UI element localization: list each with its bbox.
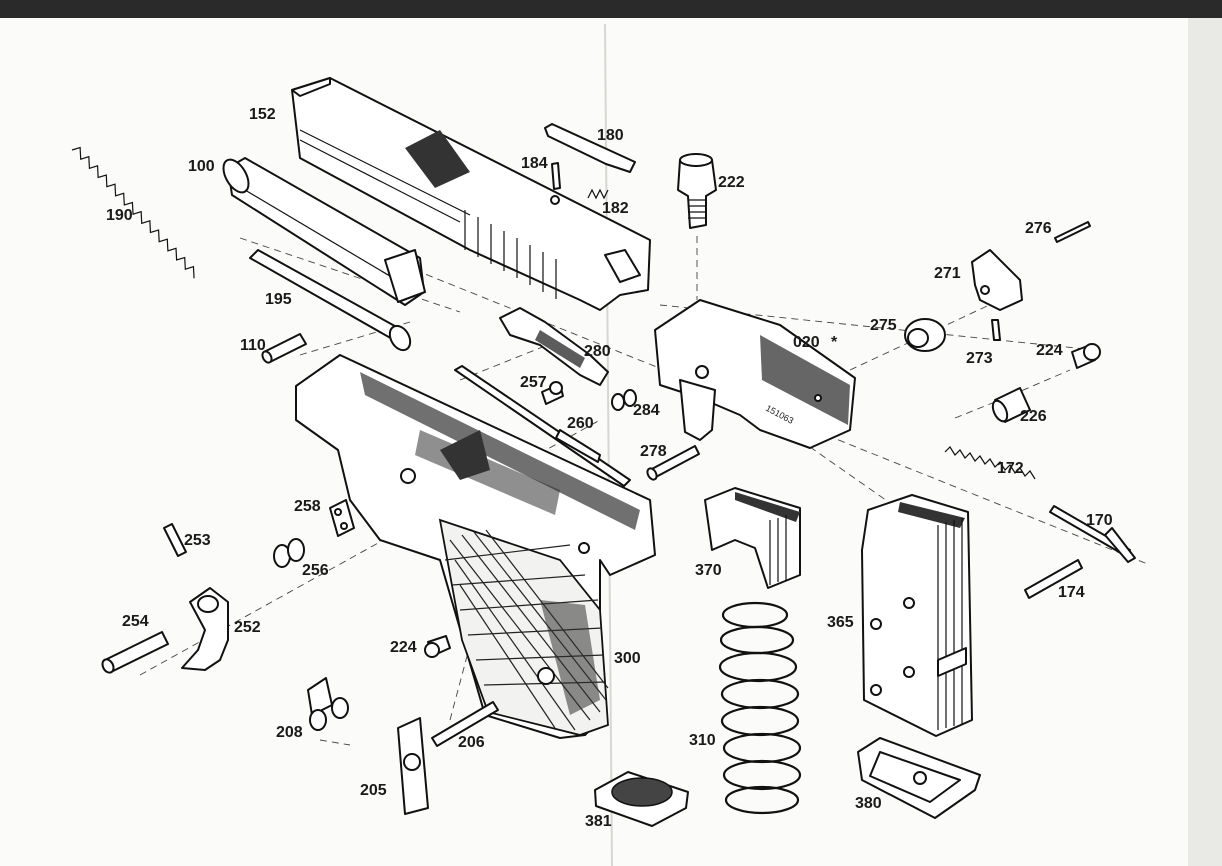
label-224-lower: 224 <box>390 639 417 656</box>
label-226: 226 <box>1020 408 1047 425</box>
pin-184 <box>551 162 561 190</box>
label-278: 278 <box>640 443 667 460</box>
pin-254 <box>101 631 169 674</box>
pin-273 <box>991 319 1001 341</box>
frame-300 <box>295 354 656 739</box>
label-380: 380 <box>855 795 882 812</box>
pin-253 <box>163 523 187 557</box>
label-170: 170 <box>1086 512 1113 529</box>
label-152: 152 <box>249 106 276 123</box>
label-020: 020 <box>793 334 820 351</box>
slide-serrations <box>464 210 557 299</box>
label-381: 381 <box>585 813 612 830</box>
parts-208 <box>307 677 349 731</box>
label-310: 310 <box>689 732 716 749</box>
label-190: 190 <box>106 207 133 224</box>
pin-174 <box>1024 559 1083 599</box>
label-110: 110 <box>240 337 266 354</box>
label-273: 273 <box>966 350 993 367</box>
label-276: 276 <box>1025 220 1052 237</box>
paper-sheet-edge <box>1188 18 1222 866</box>
sleeve-226 <box>991 387 1031 423</box>
label-172: 172 <box>997 460 1024 477</box>
rings-256 <box>273 538 305 568</box>
screw-224-lower <box>424 635 451 658</box>
locking-insert-222 <box>677 153 717 229</box>
follower-370 <box>704 487 801 589</box>
bushing-275 <box>904 318 946 352</box>
part-labels: 152 180 184 182 222 100 190 195 110 276 … <box>106 106 1113 830</box>
label-182: 182 <box>602 200 629 217</box>
label-256: 256 <box>302 562 329 579</box>
label-195: 195 <box>265 291 292 308</box>
label-284: 284 <box>633 402 660 419</box>
magazine-365 <box>861 494 973 737</box>
recoil-spring-190 <box>71 146 195 279</box>
pin-278 <box>646 445 700 481</box>
spring-182 <box>587 188 609 200</box>
label-254: 254 <box>122 613 149 630</box>
label-257: 257 <box>520 374 547 391</box>
label-100: 100 <box>188 158 215 175</box>
bar-260 <box>454 365 631 487</box>
lever-280 <box>499 307 609 386</box>
plate-258 <box>329 499 355 537</box>
magazine-spring-310 <box>718 601 802 815</box>
label-206: 206 <box>458 734 485 751</box>
pad-381 <box>594 771 689 827</box>
pin-276 <box>1054 221 1091 243</box>
label-275: 275 <box>870 317 897 334</box>
label-174: 174 <box>1058 584 1085 601</box>
label-260: 260 <box>567 415 594 432</box>
slide-152 <box>291 77 651 311</box>
spring-172 <box>944 446 1036 480</box>
pin-206 <box>431 701 499 747</box>
hammer-271 <box>971 249 1023 311</box>
label-258: 258 <box>294 498 321 515</box>
label-300: 300 <box>614 650 641 667</box>
extractor-180 <box>544 123 636 173</box>
rear-insert-020: 151063 <box>654 299 856 449</box>
rings-284 <box>611 389 637 411</box>
label-222: 222 <box>718 174 745 191</box>
label-271: 271 <box>934 265 961 282</box>
label-280: 280 <box>584 343 611 360</box>
firing-pin-170 <box>1049 505 1136 563</box>
barrel-100 <box>222 157 426 306</box>
label-208: 208 <box>276 724 303 741</box>
label-180: 180 <box>597 127 624 144</box>
label-184: 184 <box>521 155 548 172</box>
label-224-upper: 224 <box>1036 342 1063 359</box>
guide-rod-195 <box>249 249 412 352</box>
asterisk-020: * <box>831 334 838 351</box>
screw-224-upper <box>1071 343 1101 369</box>
label-252: 252 <box>234 619 261 636</box>
label-365: 365 <box>827 614 854 631</box>
floorplate-380 <box>857 737 981 819</box>
label-205: 205 <box>360 782 387 799</box>
trigger-252 <box>181 587 229 671</box>
label-370: 370 <box>695 562 722 579</box>
screw-257 <box>541 381 564 405</box>
pin-110 <box>261 333 307 364</box>
label-253: 253 <box>184 532 211 549</box>
block-205 <box>397 717 429 815</box>
